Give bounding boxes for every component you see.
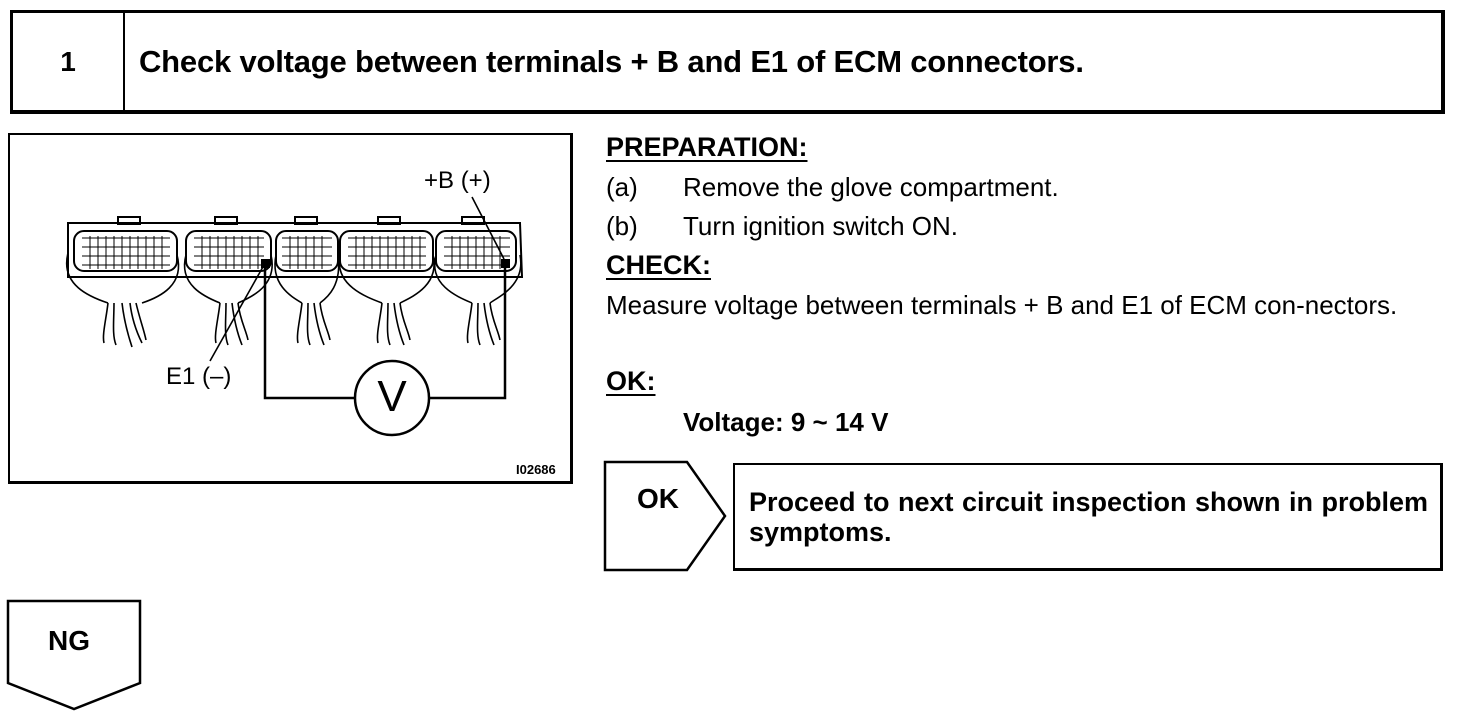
- check-text: Measure voltage between terminals + B an…: [606, 290, 1398, 320]
- voltage-spec: Voltage: 9 ~ 14 V: [683, 407, 889, 437]
- voltmeter-symbol: V: [377, 372, 407, 421]
- e1-minus-terminal-label: E1 (–): [166, 363, 232, 390]
- preparation-item-a-text: Remove the glove compartment.: [683, 172, 1059, 202]
- connector-illustration: +B (+) E1 (–) V I02686: [8, 133, 573, 484]
- ecm-connector-diagram: [65, 196, 524, 437]
- preparation-heading: PREPARATION:: [606, 132, 808, 162]
- preparation-item-b-text: Turn ignition switch ON.: [683, 211, 959, 241]
- preparation-item-b-letter: (b): [606, 211, 638, 241]
- ng-arrow-shape: [6, 599, 142, 711]
- step-header: 1 Check voltage between terminals + B an…: [10, 10, 1445, 114]
- ok-arrow-shape: [603, 460, 727, 572]
- ok-result-label: OK: [637, 483, 679, 514]
- figure-id: I02686: [516, 462, 556, 477]
- b-plus-terminal-label: +B (+): [424, 167, 491, 194]
- check-heading: CHECK:: [606, 250, 711, 280]
- step-number: 1: [13, 13, 125, 110]
- step-title: Check voltage between terminals + B and …: [139, 43, 1084, 79]
- preparation-item-a-letter: (a): [606, 172, 638, 202]
- ng-result-label: NG: [48, 625, 90, 656]
- ok-result-text: Proceed to next circuit inspection shown…: [733, 463, 1443, 571]
- ok-heading: OK:: [606, 366, 656, 396]
